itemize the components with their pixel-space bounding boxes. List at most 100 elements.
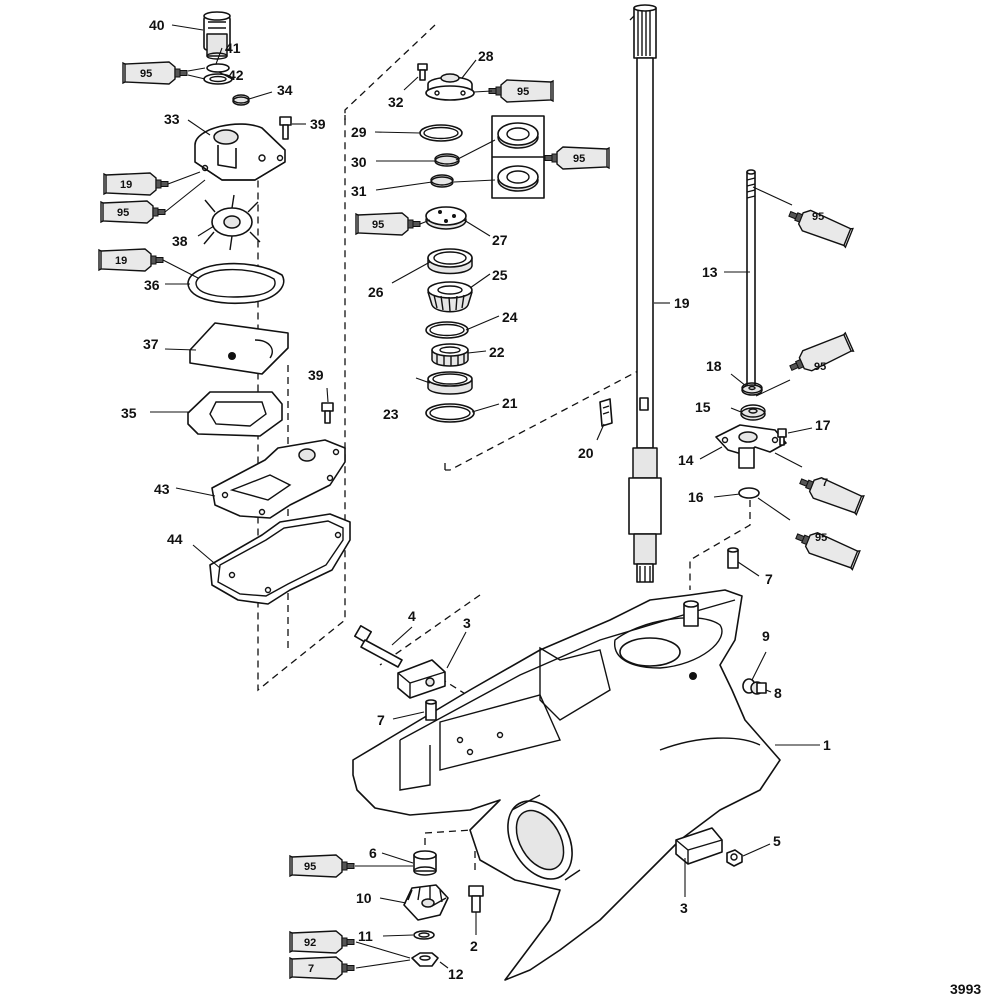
callout-20: 20 — [578, 445, 594, 461]
pinion-gear-10 — [403, 884, 449, 921]
shift-shaft — [746, 169, 756, 393]
plate-43 — [211, 439, 346, 519]
screw-2 — [468, 885, 484, 913]
figure-number: 3993 — [950, 981, 981, 997]
callout-3: 3 — [463, 615, 471, 631]
callout-15: 15 — [695, 399, 711, 415]
tapered-bearing-25 — [427, 281, 473, 313]
bearing-cover — [425, 73, 475, 101]
driveshaft — [628, 4, 662, 583]
lubricant-tube-19: 19 — [103, 172, 169, 196]
o-ring-16 — [738, 487, 760, 499]
nut-12 — [411, 952, 439, 967]
water-tube-coupling — [203, 11, 231, 60]
callout-22: 22 — [489, 344, 505, 360]
anode-block-3-bottom — [675, 827, 723, 865]
callout-25: 25 — [492, 267, 508, 283]
callout-44: 44 — [167, 531, 183, 547]
svg-text:19: 19 — [120, 179, 132, 191]
grommet-34 — [232, 94, 250, 106]
bushing-6 — [413, 850, 437, 876]
svg-text:95: 95 — [517, 86, 529, 98]
gasket-44 — [209, 513, 351, 605]
dowel-pin-left — [425, 699, 437, 721]
callout-31: 31 — [351, 183, 367, 199]
callout-17: 17 — [815, 417, 831, 433]
callout-7: 7 — [765, 571, 773, 587]
callout-33: 33 — [164, 111, 180, 127]
callout-21: 21 — [502, 395, 518, 411]
anode-block-3-top — [397, 659, 446, 699]
callout-41: 41 — [225, 40, 241, 56]
lubricant-tube-7: 7 — [289, 956, 355, 980]
propeller-bore — [507, 794, 581, 881]
retainer-27 — [425, 206, 467, 230]
lubricant-tube-95: 95 — [791, 525, 861, 572]
callout-3: 3 — [680, 900, 688, 916]
svg-text:92: 92 — [304, 937, 316, 949]
callout-numbers: 40 41 42 34 39 33 38 36 37 39 35 43 44 2… — [121, 17, 831, 982]
callout-36: 36 — [144, 277, 160, 293]
callout-1: 1 — [823, 737, 831, 753]
impeller — [203, 194, 261, 251]
shift-bracket — [715, 424, 787, 469]
callout-6: 6 — [369, 845, 377, 861]
callout-11: 11 — [358, 928, 373, 944]
clip-20 — [599, 398, 613, 427]
callout-18: 18 — [706, 358, 722, 374]
lubricant-tube-92: 92 — [289, 930, 355, 954]
lubricant-tube-19: 19 — [98, 248, 164, 272]
svg-text:95: 95 — [117, 207, 129, 219]
callout-19: 19 — [674, 295, 690, 311]
svg-text:7: 7 — [308, 963, 314, 975]
svg-text:95: 95 — [573, 153, 585, 165]
gearcase-housing — [352, 589, 781, 981]
leader-lines — [150, 24, 820, 969]
lubricant-tube-7: 7 — [795, 470, 865, 517]
callout-28: 28 — [478, 48, 494, 64]
callout-7: 7 — [377, 712, 385, 728]
lubricant-tube-95: 95 — [122, 61, 188, 85]
svg-text:95: 95 — [304, 861, 316, 873]
callout-23: 23 — [383, 406, 399, 422]
callout-35: 35 — [121, 405, 137, 421]
callout-42: 42 — [228, 67, 244, 83]
screw-17 — [777, 428, 787, 446]
callout-39: 39 — [308, 367, 324, 383]
callout-9: 9 — [762, 628, 770, 644]
seal-41 — [206, 63, 230, 73]
lubricant-tube-95: 95 — [100, 200, 166, 224]
dowel-pin-right — [727, 547, 739, 569]
callout-4: 4 — [408, 608, 416, 624]
race-23 — [427, 371, 473, 395]
callout-10: 10 — [356, 890, 372, 906]
svg-text:95: 95 — [372, 219, 384, 231]
bushing-15 — [740, 404, 766, 421]
bolt-4 — [354, 625, 403, 668]
callout-32: 32 — [388, 94, 404, 110]
bolt-39-top — [279, 116, 292, 140]
svg-text:95: 95 — [140, 68, 152, 80]
lubricant-tube-95: 95 — [289, 854, 355, 878]
lubricant-tube-95: 95 — [544, 146, 610, 170]
lubricant-tube-95: 95 — [355, 212, 421, 236]
washer-18 — [741, 382, 763, 396]
svg-text:19: 19 — [115, 255, 127, 267]
callout-27: 27 — [492, 232, 508, 248]
lubricant-tube-95: 95 — [785, 331, 855, 379]
seal-detail-box — [491, 115, 545, 199]
callout-12: 12 — [448, 966, 464, 982]
gasket-35 — [187, 391, 283, 437]
callout-5: 5 — [773, 833, 781, 849]
svg-text:95: 95 — [814, 361, 826, 373]
plug-9-8 — [742, 678, 767, 695]
bearing-cup-26 — [427, 248, 473, 275]
callout-2: 2 — [470, 938, 478, 954]
wear-plate — [189, 322, 289, 375]
callout-30: 30 — [351, 154, 367, 170]
svg-text:95: 95 — [812, 211, 824, 223]
svg-text:7: 7 — [822, 477, 828, 489]
callout-13: 13 — [702, 264, 718, 280]
callout-14: 14 — [678, 452, 694, 468]
